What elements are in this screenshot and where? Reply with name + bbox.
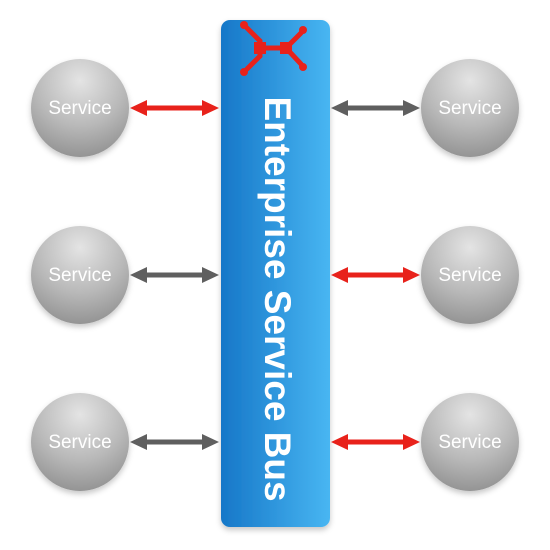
service-label: Service [48,432,111,453]
network-hub-icon [240,21,307,76]
service-label: Service [438,265,501,286]
service-node-left-3: Service [31,393,129,491]
service-node-right-2: Service [421,226,519,324]
connector-arrow-right-2 [331,267,420,283]
service-label: Service [438,432,501,453]
service-circle [421,59,519,157]
services-layer: ServiceServiceServiceServiceServiceServi… [31,59,519,491]
service-label: Service [48,98,111,119]
connector-arrow-right-3 [331,434,420,450]
connector-arrow-left-3 [130,434,219,450]
service-circle [421,226,519,324]
connector-arrow-left-2 [130,267,219,283]
service-circle [31,226,129,324]
service-node-left-2: Service [31,226,129,324]
service-bus-body [221,20,330,527]
service-node-right-1: Service [421,59,519,157]
service-circle [421,393,519,491]
connector-arrow-left-1 [130,100,219,116]
connector-arrow-right-1 [331,100,420,116]
service-node-right-3: Service [421,393,519,491]
service-label: Service [438,98,501,119]
service-node-left-1: Service [31,59,129,157]
service-circle [31,59,129,157]
service-bus-label: Enterprise Service Bus [257,96,298,501]
service-circle [31,393,129,491]
service-label: Service [48,265,111,286]
service-bus: Enterprise Service Bus [221,20,330,527]
